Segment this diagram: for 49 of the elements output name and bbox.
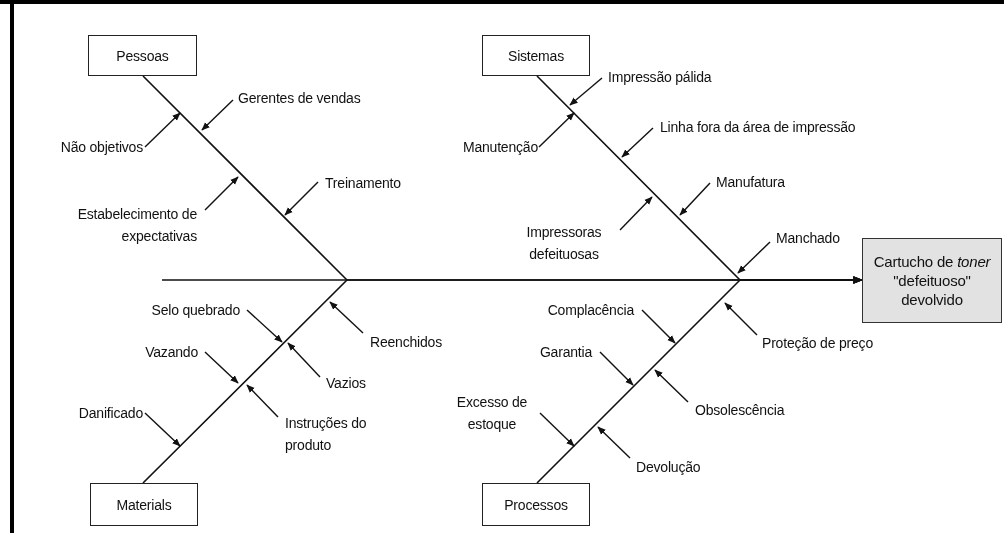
cause-label: Estabelecimento de expectativas <box>47 203 197 247</box>
cause-label: Treinamento <box>325 172 435 194</box>
arrow <box>597 426 631 459</box>
cause-label: Garantia <box>512 341 592 363</box>
arrow <box>287 342 321 378</box>
cause-label: Reenchidos <box>370 331 470 353</box>
arrow <box>654 369 689 403</box>
arrow <box>621 127 654 158</box>
arrow <box>724 302 758 336</box>
arrow <box>246 309 283 343</box>
cause-label: Devolução <box>636 456 736 478</box>
arrow <box>538 112 575 148</box>
arrow <box>737 241 771 274</box>
category-box: Materials <box>90 483 198 526</box>
cause-label: Vazando <box>118 341 198 363</box>
cause-label: Impressão pálida <box>608 66 748 88</box>
arrow <box>599 351 634 386</box>
arrow <box>641 309 676 344</box>
cause-label: Manufatura <box>716 171 826 193</box>
arrow <box>679 182 711 216</box>
cause-label: Complacência <box>524 299 634 321</box>
cause-label: Obsolescência <box>695 399 815 421</box>
cause-label: Não objetivos <box>38 136 143 158</box>
arrow <box>204 176 239 211</box>
cause-label: Proteção de preço <box>762 332 902 354</box>
arrow <box>569 77 603 106</box>
cause-label: Gerentes de vendas <box>238 87 388 109</box>
cause-label: Impressoras defeituosas <box>513 221 615 265</box>
arrow <box>284 181 319 216</box>
cause-label: Manutenção <box>426 136 538 158</box>
arrow <box>246 384 279 418</box>
cause-label: Linha fora da área de impressão <box>660 116 900 138</box>
category-box: Processos <box>482 483 590 526</box>
arrow <box>144 112 181 148</box>
cause-label: Vazios <box>326 372 406 394</box>
arrow <box>201 99 234 131</box>
arrow <box>204 351 239 384</box>
arrow <box>144 412 181 447</box>
cause-label: Selo quebrado <box>130 299 240 321</box>
arrow <box>619 196 653 231</box>
category-box: Sistemas <box>482 35 590 76</box>
cause-label: Excesso de estoque <box>445 391 539 435</box>
category-box: Pessoas <box>88 35 197 76</box>
cause-label: Instruções do produto <box>285 412 395 456</box>
arrow <box>539 412 575 447</box>
bone-arrow <box>536 276 863 484</box>
arrow <box>329 301 364 334</box>
cause-label: Danificado <box>53 402 143 424</box>
effect-box: Cartucho de toner "defeituoso" devolvido <box>862 238 1002 323</box>
